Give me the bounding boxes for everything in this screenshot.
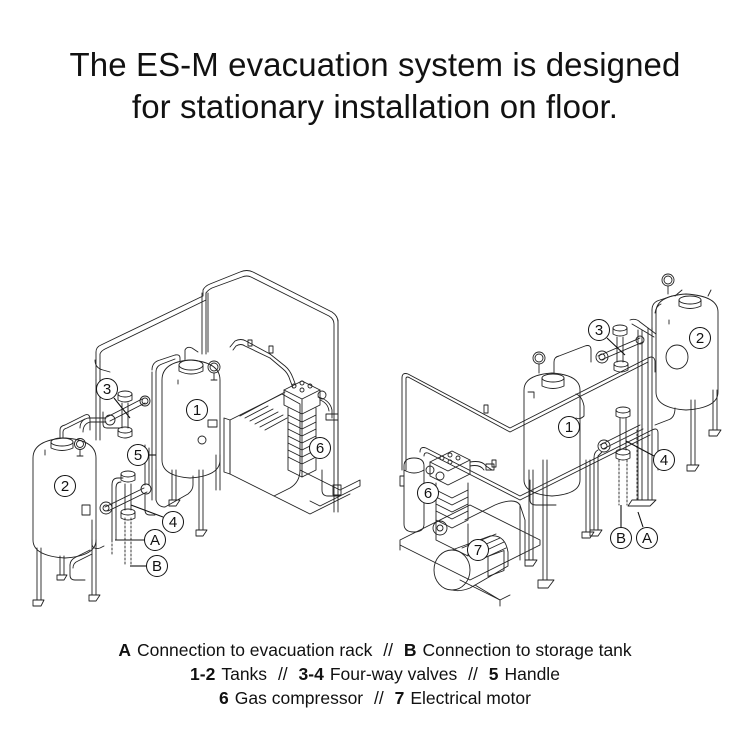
page-title: The ES-M evacuation system is designed f… <box>0 44 750 128</box>
legend-label-handle: Handle <box>504 664 560 684</box>
legend-label-b: Connection to storage tank <box>422 640 632 660</box>
callout-connection-a: A <box>636 527 658 549</box>
callout-connection-b: B <box>610 527 632 549</box>
legend-separator: // <box>374 688 384 708</box>
legend-label-compressor: Gas compressor <box>234 688 364 708</box>
legend-separator: // <box>383 640 393 660</box>
legend-separator: // <box>277 664 288 684</box>
callout-motor-7: 7 <box>467 539 489 561</box>
legend-key-valves: 3-4 <box>298 664 324 684</box>
callout-handle-5: 5 <box>127 444 149 466</box>
title-line-2: for stationary installation on floor. <box>131 88 619 125</box>
callout-valve-4: 4 <box>653 449 675 471</box>
callout-connection-a: A <box>144 529 166 551</box>
callout-compressor-6: 6 <box>417 482 439 504</box>
callout-compressor-6: 6 <box>309 437 331 459</box>
legend-label-motor: Electrical motor <box>410 688 531 708</box>
title-line-1: The ES-M evacuation system is designed <box>69 46 681 83</box>
callout-tank-1: 1 <box>558 416 580 438</box>
legend-key-a: A <box>118 640 131 660</box>
callout-tank-2: 2 <box>54 475 76 497</box>
callout-valve-4: 4 <box>162 511 184 533</box>
legend-key-tanks: 1-2 <box>190 664 216 684</box>
callout-tank-1: 1 <box>186 399 208 421</box>
legend-key-compressor: 6 <box>219 688 229 708</box>
legend-separator: // <box>468 664 478 684</box>
callout-tank-2: 2 <box>689 327 711 349</box>
callout-connection-b: B <box>146 555 168 577</box>
legend-key-b: B <box>403 640 417 660</box>
legend-label-valves: Four-way valves <box>329 664 458 684</box>
callout-valve-3: 3 <box>588 319 610 341</box>
legend-label-tanks: Tanks <box>221 664 268 684</box>
legend-key-handle: 5 <box>488 664 499 684</box>
legend-label-a: Connection to evacuation rack <box>136 640 373 660</box>
legend-key-motor: 7 <box>394 688 405 708</box>
callout-valve-3: 3 <box>96 378 118 400</box>
